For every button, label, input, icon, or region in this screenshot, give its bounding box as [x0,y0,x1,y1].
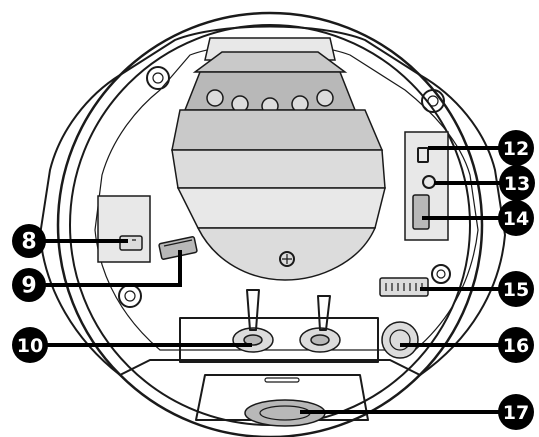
screw-hole [146,66,170,90]
screw-hole [118,284,142,308]
lens-assembly [171,37,386,281]
screw-hole [421,89,445,113]
callout-badges: 8 9 10 12 13 14 15 16 [12,130,535,430]
callout-13: 13 [499,165,535,201]
center-screw [279,251,295,267]
callout-14-label: 14 [503,208,529,230]
screw-hole [431,264,451,284]
left-connector-area [97,195,198,263]
callout-17-label: 17 [503,402,529,424]
callout-14: 14 [498,200,534,236]
right-control-panel [404,131,449,241]
callout-15-label: 15 [503,279,529,301]
drain-hole [381,321,419,359]
callout-8-label: 8 [21,230,36,255]
callout-10-label: 10 [17,335,43,357]
callout-13-label: 13 [504,173,530,195]
mounting-screw-holes [118,66,451,308]
callout-15: 15 [498,271,534,307]
callout-8: 8 [12,224,46,258]
callout-12-label: 12 [503,138,529,160]
callout-17: 17 [498,394,534,430]
callout-16-label: 16 [503,335,529,357]
bottom-slot [195,374,369,427]
callout-9-label: 9 [21,274,36,299]
callout-10: 10 [12,327,48,363]
callout-16: 16 [498,327,534,363]
callout-12: 12 [498,130,534,166]
cable-gland-bay [179,289,379,363]
cable-gland [299,295,341,353]
cable-gland [232,289,274,353]
leader-lines [42,146,512,414]
callout-9: 9 [12,268,46,302]
